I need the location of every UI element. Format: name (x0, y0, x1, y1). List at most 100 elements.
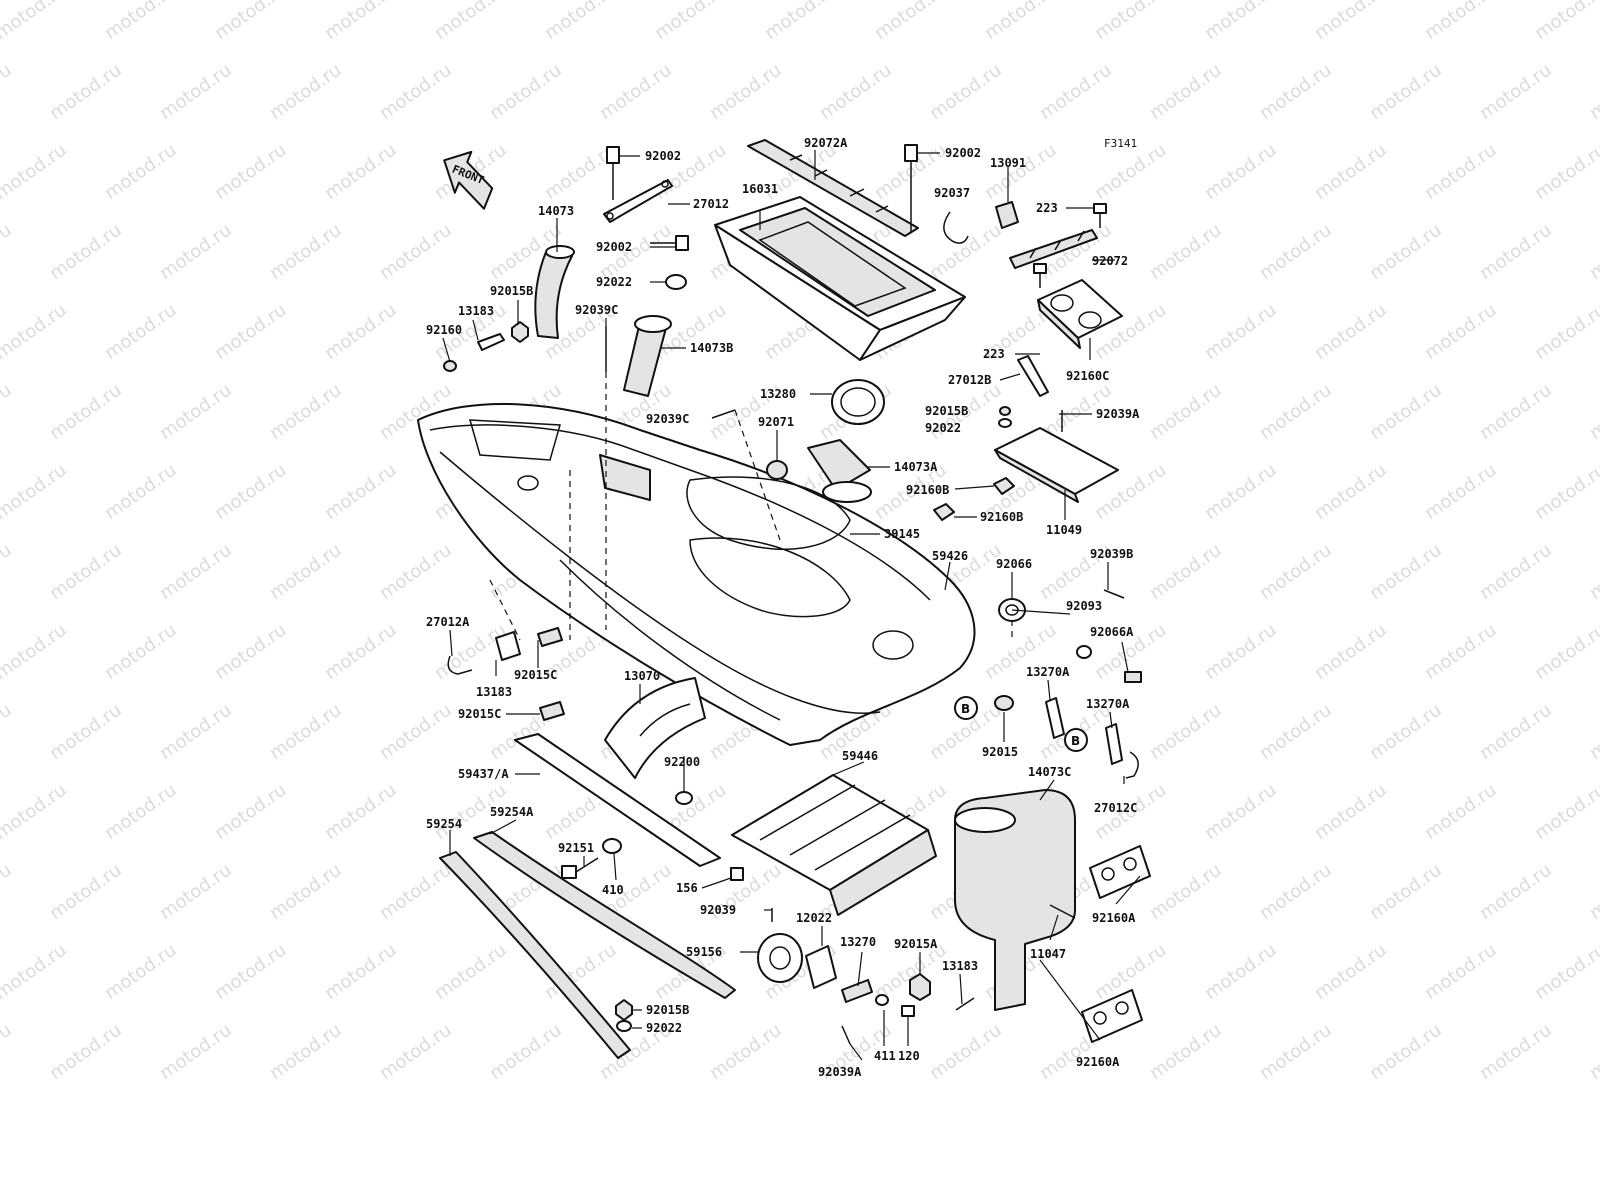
pin-92039b (1103, 589, 1125, 599)
part-number-callout: 92093 (1066, 599, 1102, 613)
part-number-callout: 92160B (906, 483, 949, 497)
watermark-text: motod.ru (1531, 0, 1600, 44)
plate-13270 (841, 979, 873, 1003)
figure-id: F3141 (1104, 137, 1137, 150)
plate-11049 (994, 427, 1119, 503)
part-number-callout: 13070 (624, 669, 660, 683)
part-number-callout: 12022 (796, 911, 832, 925)
watermark-text: motod.ru (706, 60, 786, 125)
watermark-text: motod.ru (1531, 460, 1600, 525)
part-number-callout: 120 (898, 1049, 920, 1063)
parts-artwork: FRONT (417, 139, 1151, 1059)
bracket-27012b (1017, 355, 1049, 397)
watermark-text: motod.ru (596, 60, 676, 125)
watermark-text: motod.ru (1311, 780, 1391, 845)
duct-14073 (534, 245, 575, 339)
watermark-text: motod.ru (1366, 380, 1446, 445)
part-number-callout: 59156 (686, 945, 722, 959)
part-number-callout: 92002 (945, 146, 981, 160)
bolt-icon (650, 235, 689, 251)
part-number-callout: 92022 (925, 421, 961, 435)
watermark-text: motod.ru (376, 220, 456, 285)
watermark-text: motod.ru (1476, 700, 1556, 765)
duct-14073a (807, 439, 872, 503)
watermark-text: motod.ru (1366, 860, 1446, 925)
nut-92015b (999, 406, 1011, 416)
watermark-text: motod.ru (1531, 140, 1600, 205)
watermark-text: motod.ru (1256, 220, 1336, 285)
watermark-text: motod.ru (0, 380, 16, 445)
watermark-text: motod.ru (321, 300, 401, 365)
clamp-27012a (447, 655, 473, 675)
washer-92022 (616, 1020, 632, 1032)
bolt-icon (606, 146, 620, 200)
watermark-text: motod.ru (1531, 300, 1600, 365)
clamp-27012c (1125, 751, 1139, 779)
washer-92093 (1076, 645, 1092, 659)
watermark-text: motod.ru (1366, 1020, 1446, 1085)
pin-13183 (955, 997, 975, 1011)
watermark-text: motod.ru (46, 1020, 126, 1085)
watermark-text: motod.ru (0, 140, 71, 205)
part-number-callout: 92015B (646, 1003, 689, 1017)
part-number-callout: 13091 (990, 156, 1026, 170)
damper-92160b (993, 477, 1015, 495)
watermark-text: motod.ru (101, 140, 181, 205)
part-number-callout: 59437/A (458, 767, 509, 781)
watermark-text: motod.ru (101, 940, 181, 1005)
watermark-text: motod.ru (0, 60, 16, 125)
part-number-callout: 223 (1036, 201, 1058, 215)
watermark-text: motod.ru (0, 940, 71, 1005)
watermark-text: motod.ru (1421, 460, 1501, 525)
watermark-text: motod.ru (211, 140, 291, 205)
seat-strap-92072a (747, 139, 919, 237)
clip-92037 (943, 211, 969, 244)
part-number-callout: 92160 (426, 323, 462, 337)
watermark-text: motod.ru (101, 0, 181, 44)
watermark-text: motod.ru (1201, 300, 1281, 365)
part-number-callout: 92039A (1096, 407, 1140, 421)
watermark-text: motod.ru (156, 700, 236, 765)
duct-14073c (954, 789, 1076, 1011)
watermark-text: motod.ru (1201, 620, 1281, 685)
part-number-callout: 92015C (458, 707, 501, 721)
watermark-text: motod.ru (46, 700, 126, 765)
rail-59437a (514, 733, 721, 867)
part-number-callout: 13270 (840, 935, 876, 949)
watermark-text: motod.ru (1421, 780, 1501, 845)
cover-13070 (604, 677, 706, 779)
watermark-text: motod.ru (266, 60, 346, 125)
watermark-text: motod.ru (321, 780, 401, 845)
nut-92015b (511, 321, 529, 343)
part-number-callout: 27012B (948, 373, 991, 387)
watermark-text: motod.ru (1366, 220, 1446, 285)
watermark-text: motod.ru (926, 220, 1006, 285)
part-number-callout: 156 (676, 881, 698, 895)
watermark-text: motod.ru (1476, 60, 1556, 125)
part-number-callout: 14073B (690, 341, 733, 355)
screw-icon (1033, 263, 1047, 288)
bracket-27012 (603, 179, 673, 223)
part-number-callout: 92071 (758, 415, 794, 429)
watermark-text: motod.ru (1586, 60, 1600, 125)
part-number-callout: 14073 (538, 204, 574, 218)
watermark-text: motod.ru (0, 1020, 16, 1085)
bolt-120 (901, 1005, 915, 1017)
watermark-text: motod.ru (431, 940, 511, 1005)
part-number-callout: 92039 (700, 903, 736, 917)
watermark-text: motod.ru (486, 60, 566, 125)
watermark-text: motod.ru (211, 0, 291, 44)
part-number-callout: 27012 (693, 197, 729, 211)
grommet-92071 (766, 460, 788, 480)
watermark-text: motod.ru (1091, 0, 1171, 44)
ring-13280 (831, 379, 885, 425)
watermark-text: motod.ru (1476, 860, 1556, 925)
assembly-lines (489, 372, 1013, 641)
watermark-text: motod.ru (981, 140, 1061, 205)
washer-410 (602, 838, 622, 854)
part-number-callout: 16031 (742, 182, 778, 196)
part-number-callout: 92002 (645, 149, 681, 163)
watermark-text: motod.ru (266, 380, 346, 445)
watermark-text: motod.ru (46, 540, 126, 605)
watermark-text: motod.ru (1311, 620, 1391, 685)
